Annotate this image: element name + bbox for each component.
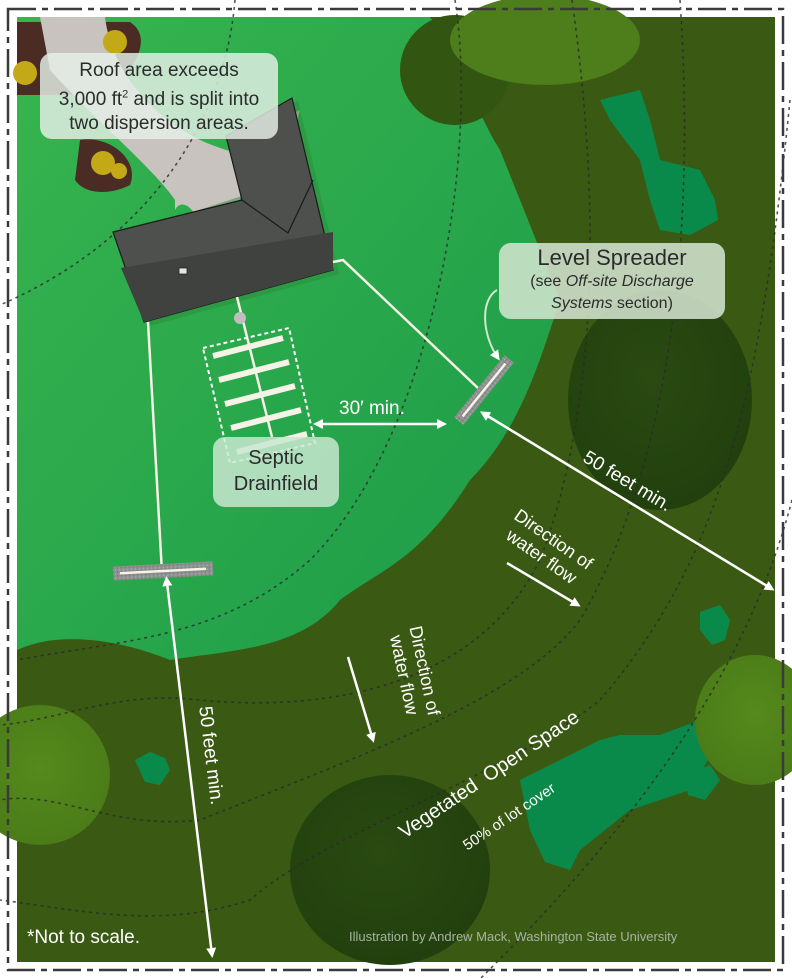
shrub [13, 61, 37, 85]
meadow-patch [700, 605, 730, 645]
roof-callout-line2: 3,000 ft2 and is split into [58, 89, 260, 111]
shrub [91, 151, 115, 175]
flow-arrow-right [506, 561, 581, 607]
meadow-patch [685, 765, 720, 800]
septic-drainfield-callout: Septic Drainfield [213, 437, 339, 507]
tree-canopy [0, 705, 110, 845]
level-spreader-subtitle-2: Systems section) [551, 295, 673, 312]
meadow-patch [600, 90, 718, 235]
roof-callout-line1: Roof area exceeds [79, 60, 239, 81]
tree-canopy [695, 655, 792, 785]
level-spreader-subtitle: (see Off-site Discharge [530, 273, 694, 290]
shrub [103, 30, 127, 54]
meadow-patch [520, 720, 720, 870]
roof-callout: Roof area exceeds 3,000 ft2 and is split… [40, 53, 278, 139]
roof-callout-line3: two dispersion areas. [69, 113, 249, 135]
callout-pointer [484, 289, 500, 361]
level-spreader-title: Level Spreader [537, 245, 687, 270]
dimension-arrow-50ft-left [162, 576, 217, 958]
property-line [6, 7, 785, 972]
flow-arrow-center [346, 656, 376, 743]
chimney-vent [178, 267, 188, 275]
house-roof [112, 97, 339, 326]
septic-tank [234, 312, 246, 324]
level-spreader-left [112, 561, 214, 581]
meadow-patch [135, 752, 170, 785]
tree-canopy [450, 0, 640, 85]
illustration-credit: Illustration by Andrew Mack, Washington … [349, 929, 678, 944]
dimension-arrow-50ft-right [480, 411, 775, 591]
level-spreader-callout: Level Spreader (see Off-site Discharge S… [499, 243, 725, 319]
septic-label-line2: Drainfield [233, 473, 319, 495]
level-spreader-right [454, 355, 514, 425]
not-to-scale-note: *Not to scale. [27, 927, 140, 948]
tree-canopy [290, 775, 490, 965]
dimension-label-30ft: 30′ min. [339, 398, 405, 419]
septic-label-line1: Septic [248, 447, 304, 469]
shrub [111, 163, 127, 179]
